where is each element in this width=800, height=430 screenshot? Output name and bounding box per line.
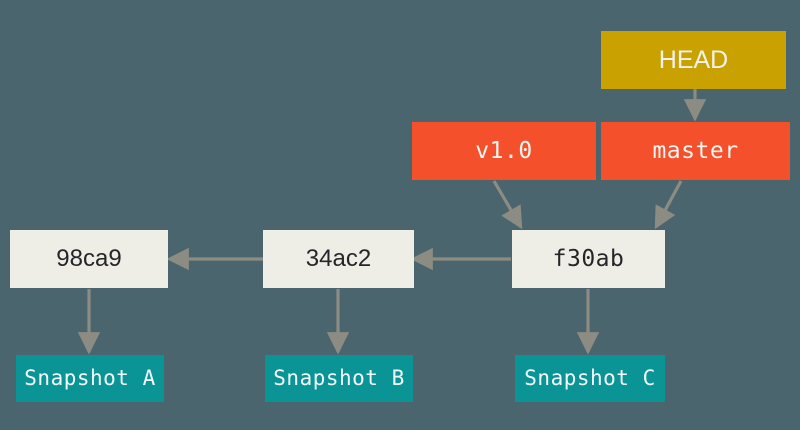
- edge-master-to-f30ab: [654, 180, 683, 230]
- tag-label: v1.0: [475, 137, 533, 164]
- head-pointer-box[interactable]: HEAD: [601, 31, 786, 89]
- commit-box-34ac2[interactable]: 34ac2: [263, 230, 414, 288]
- snapshot-box-a[interactable]: Snapshot A: [16, 355, 164, 402]
- tag-box-v1-0[interactable]: v1.0: [412, 122, 596, 180]
- branch-box-master[interactable]: master: [601, 122, 790, 180]
- snapshot-box-b[interactable]: Snapshot B: [265, 355, 413, 402]
- snapshot-label-c: Snapshot C: [524, 366, 656, 390]
- edge-tag-to-f30ab: [492, 180, 523, 230]
- commit-label-f30ab: f30ab: [552, 245, 625, 272]
- commit-label-34ac2: 34ac2: [305, 245, 372, 272]
- snapshot-box-c[interactable]: Snapshot C: [515, 355, 665, 402]
- snapshot-label-a: Snapshot A: [24, 366, 156, 390]
- head-pointer-label: HEAD: [658, 45, 729, 74]
- commit-box-98ca9[interactable]: 98ca9: [10, 230, 168, 288]
- commit-box-f30ab[interactable]: f30ab: [512, 230, 665, 288]
- branch-label: master: [652, 137, 739, 164]
- commit-label-98ca9: 98ca9: [56, 245, 122, 272]
- snapshot-label-b: Snapshot B: [273, 366, 405, 390]
